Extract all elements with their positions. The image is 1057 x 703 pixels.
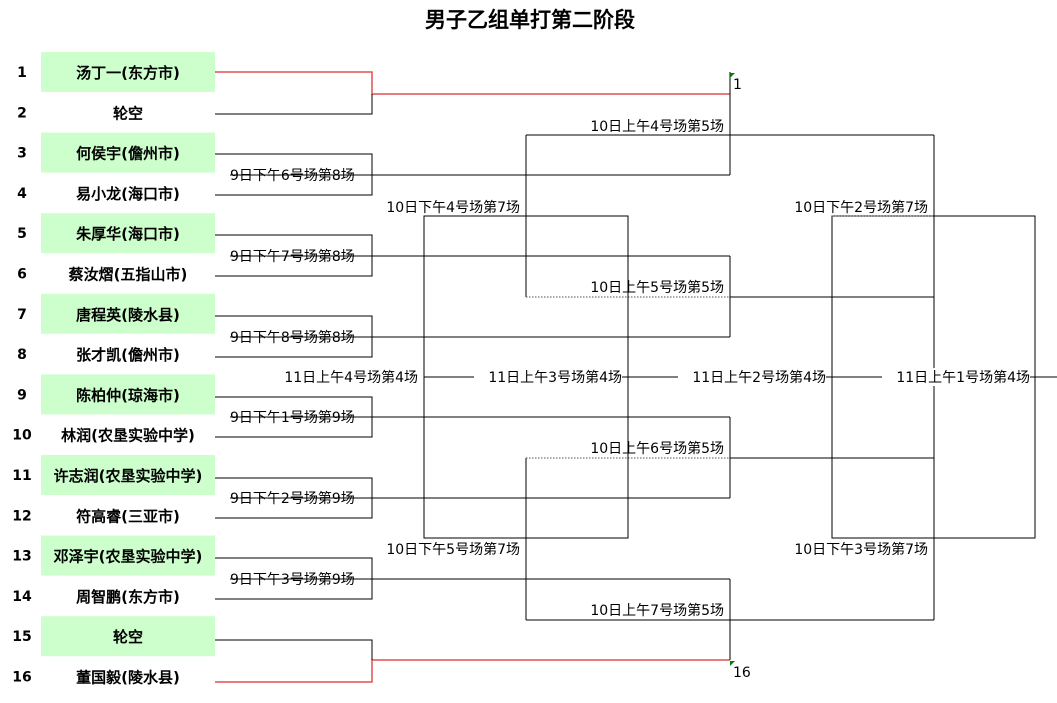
seed-number: 11	[12, 468, 31, 484]
round2-match-label: 10日上午5号场第5场	[590, 279, 724, 296]
player-name: 朱厚华(海口市)	[76, 225, 180, 243]
round1-match-label: 9日下午7号场第8场	[230, 248, 355, 265]
match-line-5-6	[215, 234, 730, 277]
round1-match-label: 9日下午6号场第8场	[230, 167, 355, 184]
player-name: 蔡汝熠(五指山市)	[68, 266, 188, 284]
final-label-bg	[474, 368, 622, 386]
player-name: 许志润(农垦实验中学)	[54, 467, 203, 485]
final-label-bg	[678, 368, 826, 386]
bracket-title: 男子乙组单打第二阶段	[425, 8, 635, 32]
slot-marker-16	[730, 661, 735, 666]
consolation-match-label: 10日下午3号场第7场	[794, 541, 928, 558]
player-highlight	[41, 535, 215, 576]
player-name: 轮空	[113, 104, 143, 122]
seed-number: 1	[17, 65, 27, 81]
player-name: 周智鹏(东方市)	[76, 588, 180, 606]
seed-number: 10	[12, 428, 32, 444]
final-row-match-label: 11日上午1号场第4场	[896, 369, 1030, 386]
player-name: 邓泽宇(农垦实验中学)	[54, 548, 203, 566]
bye-line-top	[215, 94, 373, 115]
player-name: 陈柏仲(琼海市)	[76, 386, 180, 404]
seed-number: 12	[12, 508, 31, 524]
player-name: 林润(农垦实验中学)	[61, 427, 195, 445]
match-line-11-12	[215, 477, 730, 519]
slot-number-16: 16	[733, 665, 751, 681]
player-highlight	[41, 52, 215, 92]
round1-match-label: 9日下午8号场第8场	[230, 329, 355, 346]
match-labels: 9日下午6号场第8场 9日下午7号场第8场 9日下午8号场第8场 9日下午1号场第9场…	[230, 118, 1030, 619]
seed-number: 6	[17, 267, 27, 283]
player-name: 董国毅(陵水县)	[76, 669, 180, 687]
r2-solid-overlay	[526, 134, 730, 621]
player-highlight	[41, 293, 215, 334]
round2-match-label: 10日上午4号场第5场	[590, 118, 724, 135]
seed-number: 15	[12, 629, 31, 645]
seed-number: 8	[17, 347, 27, 363]
final-row-match-label: 11日上午2号场第4场	[692, 369, 826, 386]
r2-to-cons-lines	[730, 296, 934, 459]
seed-number: 3	[17, 146, 27, 162]
seed-number: 14	[12, 589, 32, 605]
player-list: 1 汤丁一(东方市) 2 轮空 3 何侯宇(儋州市) 4 易小龙(海口市) 5 朱厚华(海口市) 6…	[12, 52, 215, 687]
consolation-match-label: 10日下午2号场第7场	[794, 199, 928, 216]
player-name: 轮空	[113, 628, 143, 646]
player-highlight	[41, 455, 215, 495]
consolation-match-label: 10日下午5号场第7场	[386, 541, 520, 558]
player-highlight	[41, 213, 215, 254]
round1-match-label: 9日下午2号场第9场	[230, 490, 355, 507]
player-name: 符高睿(三亚市)	[76, 507, 180, 525]
seed-number: 2	[17, 105, 27, 121]
player-name: 易小龙(海口市)	[76, 185, 180, 203]
final-row-match-label: 11日上午3号场第4场	[488, 369, 622, 386]
seed-number: 7	[17, 307, 27, 323]
slot-marker-1	[730, 73, 735, 78]
seed-number: 5	[17, 226, 27, 242]
player-highlight	[41, 616, 215, 657]
advance-line-bottom	[215, 659, 730, 683]
consolation-match-label: 10日下午4号场第7场	[386, 199, 520, 216]
final-label-bg	[270, 368, 418, 386]
round2-match-label: 10日上午6号场第5场	[590, 440, 724, 457]
consolation-left-box	[423, 215, 629, 539]
advance-line-top	[215, 71, 730, 95]
player-name: 张才凯(儋州市)	[76, 346, 180, 364]
round2-match-label: 10日上午7号场第5场	[590, 602, 724, 619]
player-name: 唐程英(陵水县)	[76, 306, 180, 324]
match-line-7-8	[215, 315, 730, 358]
match-line-13-14	[215, 557, 730, 600]
bye-line-bottom	[215, 639, 373, 660]
final-label-bg	[882, 368, 1030, 386]
seed-number: 13	[12, 549, 31, 565]
match-line-9-10	[215, 396, 730, 438]
round1-match-label: 9日下午1号场第9场	[230, 409, 355, 426]
player-highlight	[41, 132, 215, 173]
slot-number-1: 1	[733, 77, 742, 93]
player-highlight	[41, 374, 215, 415]
round1-match-label: 9日下午3号场第9场	[230, 571, 355, 588]
final-row-match-label: 11日上午4号场第4场	[284, 369, 418, 386]
match-line-3-4	[215, 153, 730, 196]
player-name: 何侯宇(儋州市)	[76, 145, 180, 163]
player-name: 汤丁一(东方市)	[76, 64, 180, 82]
bracket-lines	[215, 71, 1057, 683]
seed-number: 4	[17, 186, 27, 202]
seed-number: 9	[17, 387, 27, 403]
seed-number: 16	[12, 670, 31, 686]
